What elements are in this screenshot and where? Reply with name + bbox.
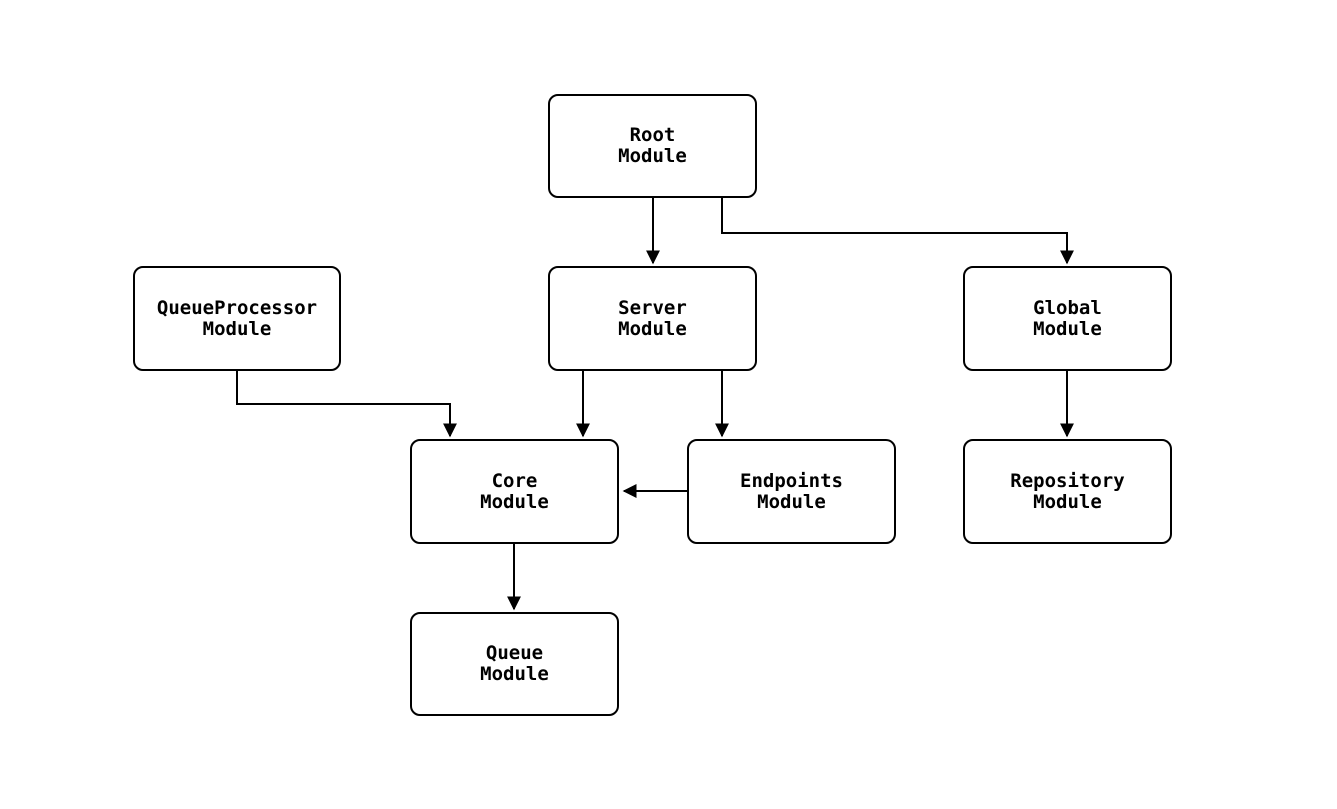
- node-endpoints-module-label: Endpoints Module: [740, 469, 843, 513]
- edge-root-to-global: [721, 198, 1074, 265]
- node-core-module-label: Core Module: [480, 469, 549, 513]
- node-root-module: Root Module: [548, 94, 757, 198]
- edge-queueprocessor-to-core: [236, 371, 457, 438]
- node-queueprocessor-module: QueueProcessor Module: [133, 266, 341, 371]
- node-global-module: Global Module: [963, 266, 1172, 371]
- node-global-module-label: Global Module: [1033, 296, 1102, 340]
- node-queue-module-label: Queue Module: [480, 642, 549, 685]
- node-queueprocessor-module-label: QueueProcessor Module: [156, 296, 318, 340]
- node-server-module: Server Module: [548, 266, 757, 371]
- node-core-module: Core Module: [410, 439, 619, 544]
- node-repository-module: Repository Module: [963, 439, 1172, 544]
- node-endpoints-module: Endpoints Module: [687, 439, 896, 544]
- node-server-module-label: Server Module: [618, 296, 687, 340]
- node-root-module-label: Root Module: [618, 124, 687, 167]
- node-queue-module: Queue Module: [410, 612, 619, 716]
- node-repository-module-label: Repository Module: [1010, 469, 1125, 513]
